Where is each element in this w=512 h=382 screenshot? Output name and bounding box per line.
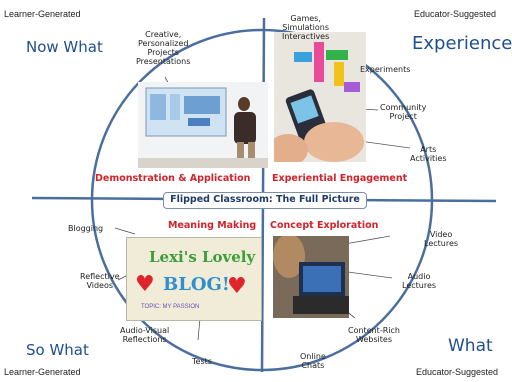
quadrant-what: What xyxy=(448,336,493,356)
quadrant-so-what: So What xyxy=(26,341,89,359)
laptop-photo xyxy=(273,236,349,318)
label-games: Games, Simulations Interactives xyxy=(282,14,330,41)
corner-top-right: Educator-Suggested xyxy=(414,9,497,19)
laptop-photo-illustration xyxy=(273,236,349,318)
quadrant-now-what: Now What xyxy=(26,38,103,56)
label-experiments: Experiments xyxy=(360,65,411,74)
label-reflective: Reflective Videos xyxy=(80,272,120,290)
presentation-photo xyxy=(138,82,268,168)
corner-bottom-right: Educator-Suggested xyxy=(416,367,499,377)
phase-demonstration: Demonstration & Application xyxy=(95,173,251,184)
label-creative: Creative, Personalized Projects Presenta… xyxy=(136,30,191,66)
label-tests: Tests xyxy=(192,357,212,366)
label-audiovisual: Audio-Visual Reflections xyxy=(120,326,170,344)
heart-right-icon: ♥ xyxy=(227,274,247,299)
blog-sign-line1: Lexi's Lovely xyxy=(149,248,256,266)
label-community: Community Project xyxy=(380,103,427,121)
blog-sign-line2: BLOG! xyxy=(163,274,230,295)
presentation-photo-illustration xyxy=(138,82,268,168)
quadrant-experience: Experience xyxy=(412,33,512,54)
phase-meaning: Meaning Making xyxy=(168,220,257,231)
label-video: Video Lectures xyxy=(424,230,459,248)
label-blogging: Blogging xyxy=(68,224,104,233)
blog-sign-line3: TOPIC: MY PASSION xyxy=(141,304,200,310)
corner-bottom-left: Learner-Generated xyxy=(4,367,81,377)
phase-concept: Concept Exploration xyxy=(270,220,379,231)
experience-photo-illustration xyxy=(274,32,366,162)
label-audio: Audio Lectures xyxy=(402,272,437,290)
phase-experiential: Experiential Engagement xyxy=(272,173,408,184)
blog-sign-photo: Lexi's Lovely ♥ BLOG! ♥ TOPIC: MY PASSIO… xyxy=(126,237,262,321)
heart-left-icon: ♥ xyxy=(135,272,155,297)
label-online: Online Chats xyxy=(300,352,326,370)
label-content: Content-Rich Websites xyxy=(348,326,400,344)
experience-photo xyxy=(274,32,366,162)
center-title: Flipped Classroom: The Full Picture xyxy=(163,192,367,209)
label-arts: Arts Activities xyxy=(410,145,447,163)
corner-top-left: Learner-Generated xyxy=(4,9,81,19)
